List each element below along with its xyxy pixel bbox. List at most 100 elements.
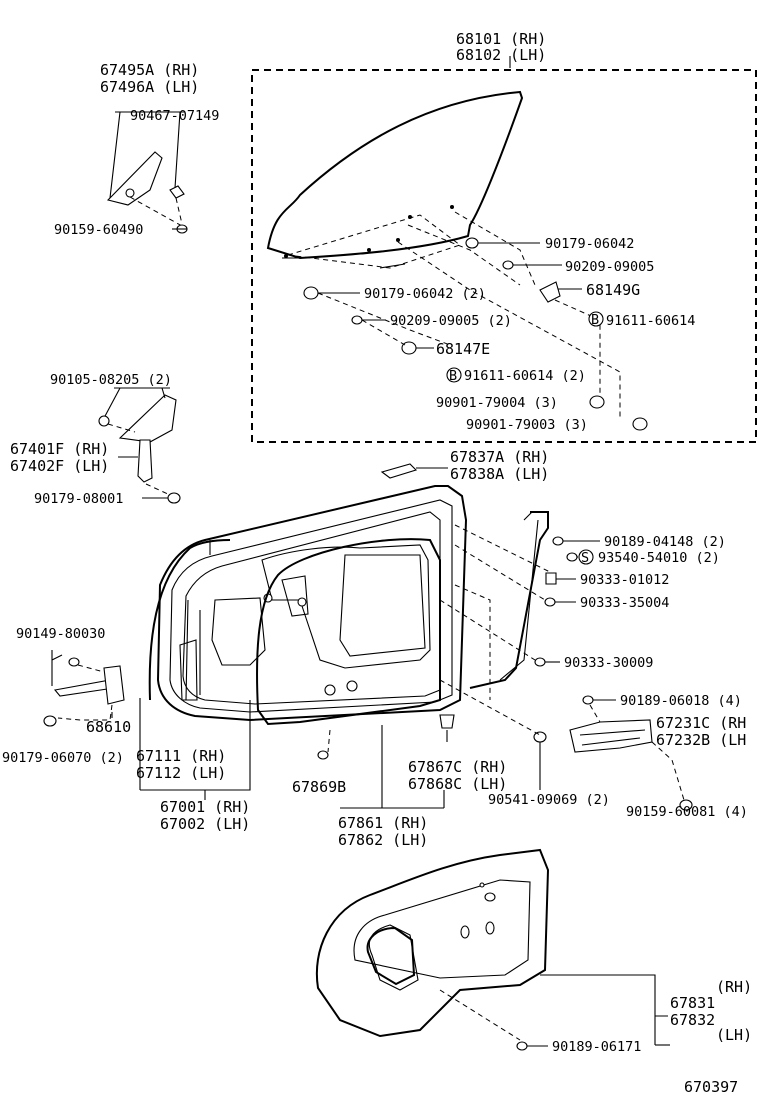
washer-90209-09005-label: 90209-09005 xyxy=(565,259,654,275)
pad-icon xyxy=(380,463,418,479)
screw-91611-60614-2-label: 91611-60614 (2) xyxy=(464,368,586,384)
handle-rh-label: 67231C (RH xyxy=(656,714,746,732)
glass-lh-label: 68102 (LH) xyxy=(456,46,546,64)
clip-rh-label: 67867C (RH) xyxy=(408,758,507,776)
check-68610-label: 68610 xyxy=(86,718,131,736)
mirror-frame-icon xyxy=(118,394,177,443)
handle-lh-label: 67232B (LH xyxy=(656,731,746,749)
plug-icon xyxy=(545,572,557,585)
nut-icon xyxy=(167,492,181,504)
nut-icon xyxy=(465,237,479,249)
screw-icon xyxy=(552,536,564,546)
bracket-68147e-label: 68147E xyxy=(436,340,490,358)
screw-icon xyxy=(679,799,693,811)
plug-90333-30009-label: 90333-30009 xyxy=(564,655,653,671)
check-leader xyxy=(51,650,63,686)
plug-icon xyxy=(544,597,556,607)
marker-b-icon xyxy=(588,311,604,327)
trim-lh-tag-label: (LH) xyxy=(716,1026,752,1044)
outer-panel-lh-label: 67112 (LH) xyxy=(136,764,226,782)
nut-90179-06042-2-label: 90179-06042 (2) xyxy=(364,286,486,302)
screw-90149-80030-label: 90149-80030 xyxy=(16,626,105,642)
mirror-cover-lh-label: 67496A (LH) xyxy=(100,78,199,96)
mirror-cover-icon xyxy=(106,151,163,206)
plug-90333-35004-label: 90333-35004 xyxy=(580,595,669,611)
bracket-68149g-label: 68149G xyxy=(586,281,640,299)
mirror-cover-rh-label: 67495A (RH) xyxy=(100,61,199,79)
washer-icon xyxy=(502,260,514,270)
washer-icon xyxy=(351,315,363,325)
nut-icon xyxy=(303,286,319,300)
frame-rh-label: 67401F (RH) xyxy=(10,440,109,458)
screw-90189-04148-2-label: 90189-04148 (2) xyxy=(604,534,726,550)
door-trim xyxy=(315,848,550,1038)
trim-bracket xyxy=(540,974,668,1045)
weatherstrip-lh-label: 67862 (LH) xyxy=(338,831,428,849)
nut-90179-06070-2-label: 90179-06070 (2) xyxy=(2,750,124,766)
washer-90209-09005-2-label: 90209-09005 (2) xyxy=(390,313,512,329)
door-bracket xyxy=(139,698,251,800)
rear-channel xyxy=(469,511,549,689)
door-rh-label: 67001 (RH) xyxy=(160,798,250,816)
nut-90179-06042-label: 90179-06042 xyxy=(545,236,634,252)
glass-rh-label: 68101 (RH) xyxy=(456,30,546,48)
plug-90541-09069-2-label: 90541-09069 (2) xyxy=(488,792,610,808)
clip-lh-label: 67868C (LH) xyxy=(408,775,507,793)
door-shell xyxy=(156,485,468,722)
weatherstrip xyxy=(256,538,441,726)
outer-panel-rh-label: 67111 (RH) xyxy=(136,747,226,765)
screw-icon xyxy=(582,695,594,705)
plug-icon xyxy=(534,657,546,667)
marker-s-label: S xyxy=(581,550,589,566)
clip-67869b-icon xyxy=(317,750,329,760)
frame-lh-label: 67402F (LH) xyxy=(10,457,109,475)
bolt-90901-79003-3-label: 90901-79003 (3) xyxy=(466,417,588,433)
diagram-id: 670397 xyxy=(684,1078,738,1096)
marker-b-label: B xyxy=(449,368,457,384)
plug-90333-01012-label: 90333-01012 xyxy=(580,572,669,588)
screw-icon xyxy=(68,657,80,667)
screw-93540-54010-2-label: 93540-54010 (2) xyxy=(598,550,720,566)
marker-b-label: B xyxy=(591,312,599,328)
pad-rh-label: 67837A (RH) xyxy=(450,448,549,466)
frame-stay-icon xyxy=(137,439,153,483)
bolt-icon xyxy=(98,415,110,427)
weatherstrip-rh-label: 67861 (RH) xyxy=(338,814,428,832)
bolt-icon xyxy=(632,417,648,431)
bracket-68147e-icon xyxy=(401,341,417,355)
handle-icon xyxy=(569,719,653,753)
screw-icon xyxy=(516,1041,528,1051)
trim-rh-tag-label: (RH) xyxy=(716,978,752,996)
screw-icon xyxy=(566,552,578,562)
marker-s-icon xyxy=(578,549,594,565)
clip-90467-label: 90467-07149 xyxy=(130,108,219,124)
glass-group-box xyxy=(251,69,757,443)
glass-channel xyxy=(287,214,462,269)
trim-lh-label: 67832 xyxy=(670,1011,715,1029)
screw-90189-06018-4-label: 90189-06018 (4) xyxy=(620,693,742,709)
marker-b-icon xyxy=(446,367,462,383)
pad-lh-label: 67838A (LH) xyxy=(450,465,549,483)
screw-90189-06171-label: 90189-06171 xyxy=(552,1039,641,1055)
clip-icon xyxy=(169,185,185,199)
bracket-68149g-icon xyxy=(539,281,561,303)
plug-icon xyxy=(533,731,547,743)
screw-90159-60490-label: 90159-60490 xyxy=(54,222,143,238)
bolt-90105-08205-2-label: 90105-08205 (2) xyxy=(50,372,172,388)
bolt-icon xyxy=(589,395,605,409)
glass-edge xyxy=(282,257,406,269)
outer-panel-edge xyxy=(148,539,231,701)
nut-90179-08001-label: 90179-08001 xyxy=(34,491,123,507)
nut-icon xyxy=(43,715,57,727)
weatherstrip-bracket xyxy=(340,725,445,809)
trim-rh-label: 67831 xyxy=(670,994,715,1012)
clip-67869b-label: 67869B xyxy=(292,778,346,796)
screw-90159-60081-4-label: 90159-60081 (4) xyxy=(626,804,748,820)
clip-67867c-icon xyxy=(439,714,455,729)
door-glass xyxy=(266,90,524,260)
mirror-leader xyxy=(109,111,185,199)
screw-91611-60614-label: 91611-60614 xyxy=(606,313,695,329)
bolt-90901-79004-3-label: 90901-79004 (3) xyxy=(436,395,558,411)
